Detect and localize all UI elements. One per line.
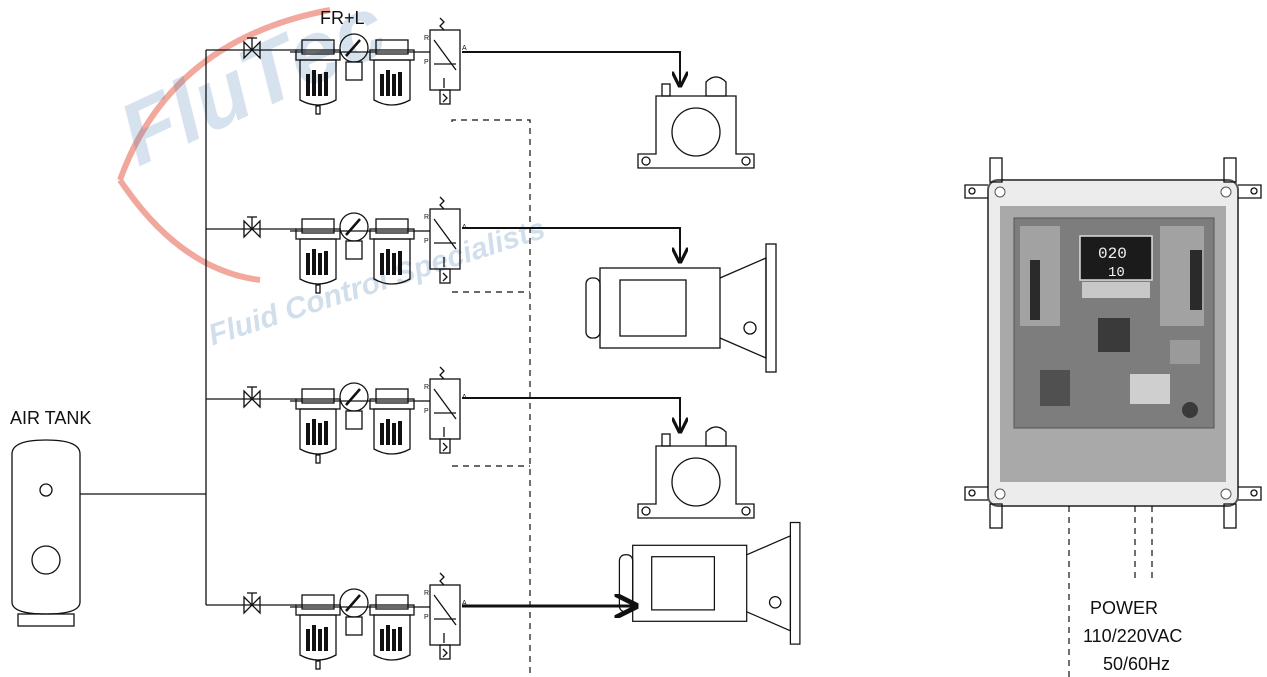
voltage-label: 110/220VAC [1083,626,1182,646]
shutoff-valve-4 [243,592,261,614]
frl-label: FR+L [320,8,365,28]
solenoid-valve-4 [423,572,468,660]
frl-unit-4 [288,587,422,671]
controller-display-line2: 10 [1108,265,1125,281]
linear-vibrator-2 [585,243,777,373]
frequency-label: 50/60Hz [1103,654,1170,674]
output-line-3 [462,397,680,432]
air-tank [11,439,81,627]
controller-display-line1: 020 [1098,245,1127,263]
signal-bus [451,119,531,676]
linear-vibrator-4 [618,521,801,645]
air-tank-label: AIR TANK [10,408,91,428]
frl-unit-3 [288,381,422,465]
piston-vibrator-3 [637,426,755,519]
output-line-1 [462,51,680,86]
solenoid-valve-3 [423,366,468,454]
controller-box [964,157,1262,529]
piston-vibrator-1 [637,76,755,169]
solenoid-valve-1 [423,17,468,105]
output-line-2 [462,227,680,262]
watermark [117,7,331,283]
shutoff-valve-3 [243,386,261,408]
power-label: POWER [1090,598,1158,618]
shutoff-valve-2 [243,216,261,238]
